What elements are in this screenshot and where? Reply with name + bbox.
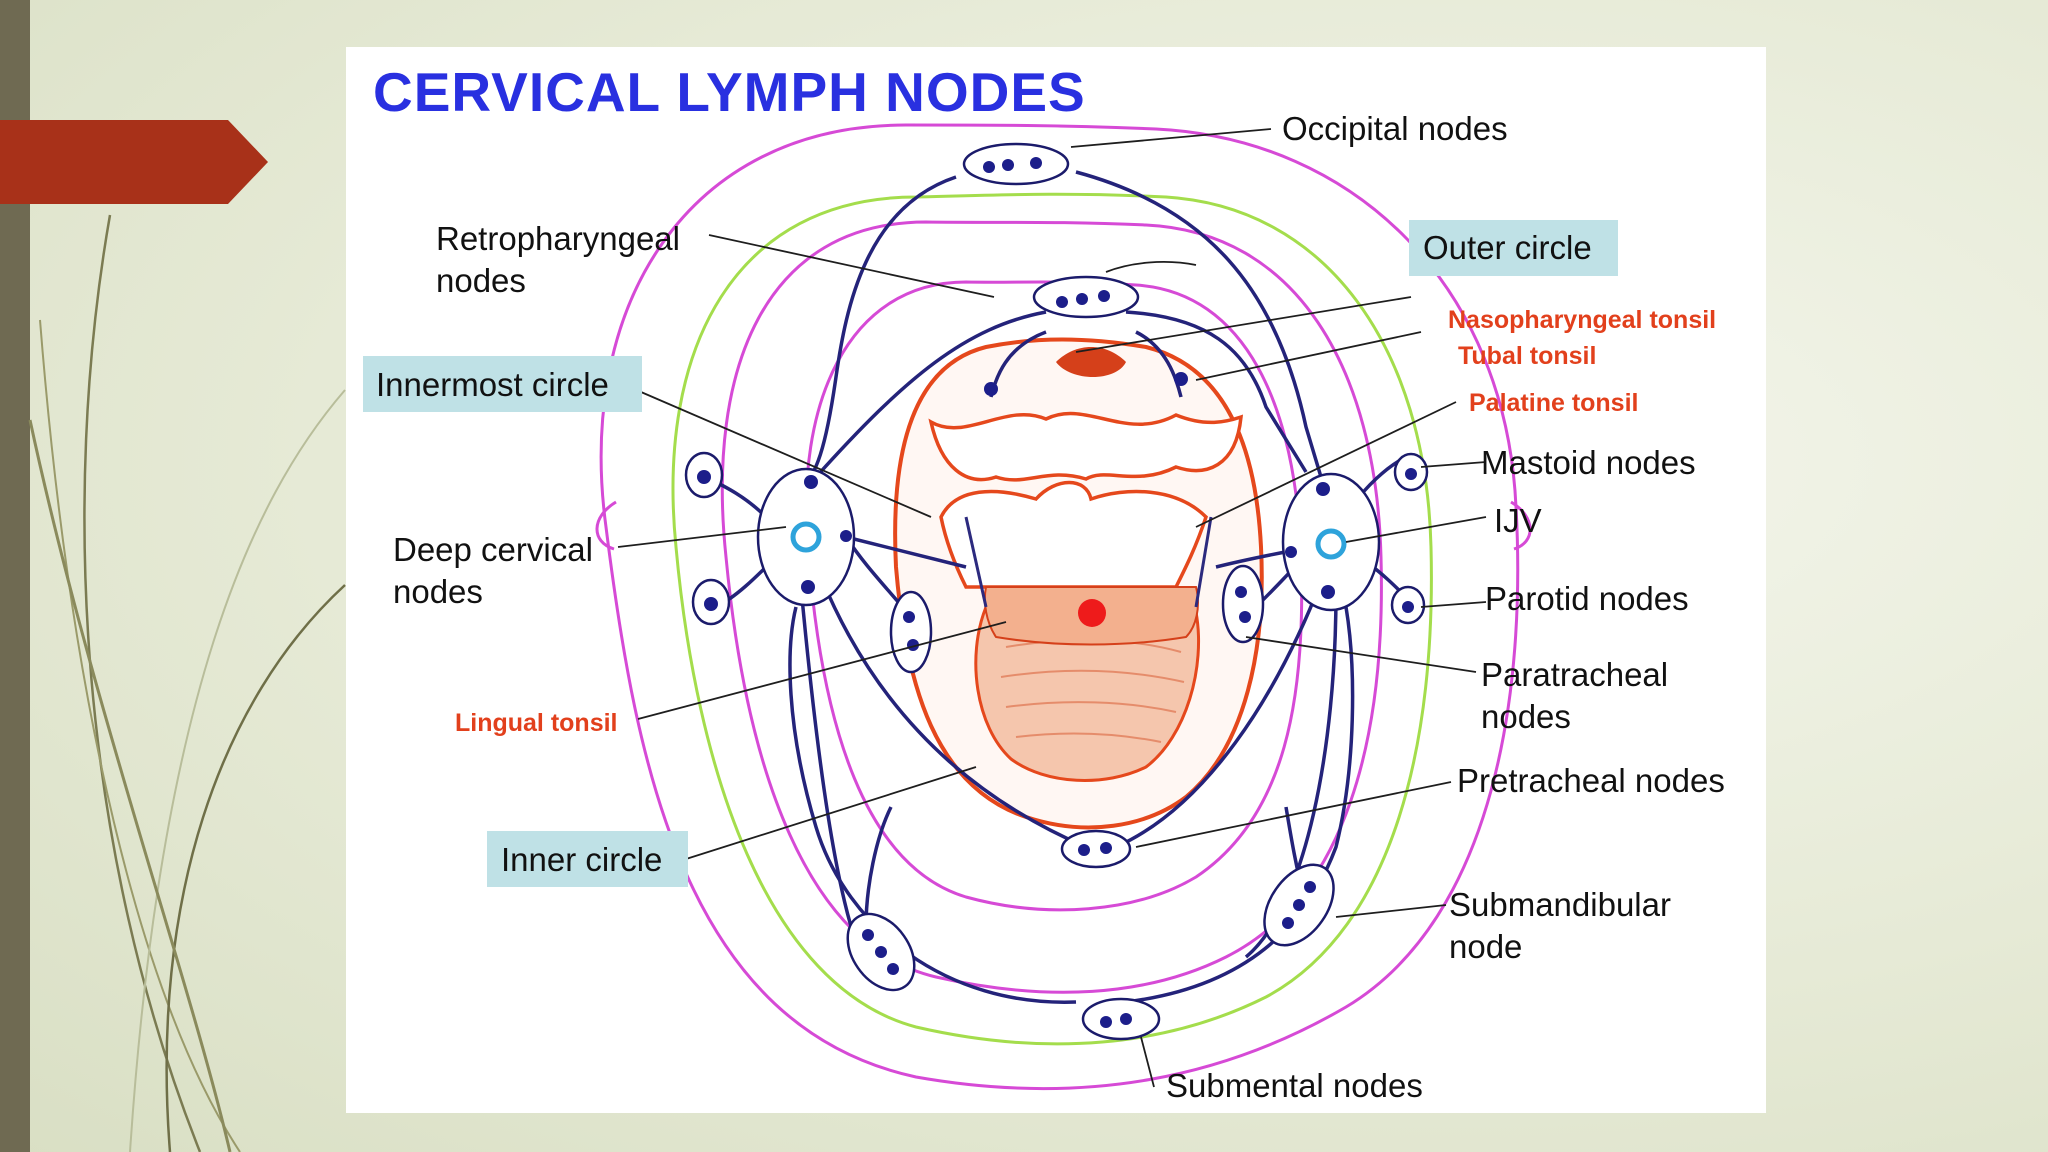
retropharyngeal-node-cluster: [1032, 275, 1140, 319]
deep-cervical-left-cluster: [756, 467, 856, 607]
outer-circle-right-ear: [1510, 500, 1532, 551]
pretracheal-node-cluster: [1060, 829, 1132, 869]
submandibular-left-cluster: [846, 912, 916, 992]
mastoid-left-node: [684, 451, 724, 499]
label-submandibular-node-line2: node: [1449, 928, 1522, 965]
palatine-tonsil-left: [964, 516, 988, 608]
parotid-right-node: [1390, 585, 1426, 625]
ijv-left: [790, 521, 822, 553]
label-nasopharyngeal-tonsil: Nasopharyngeal tonsil: [1448, 306, 1716, 334]
innermost-circle-label-box: [363, 356, 642, 412]
label-palatine-tonsil: Palatine tonsil: [1469, 389, 1638, 417]
deep-cervical-right-cluster: [1281, 472, 1381, 612]
label-retropharyngeal-nodes-line2: nodes: [436, 262, 526, 299]
mastoid-right-node: [1393, 452, 1429, 492]
vessel-lingual-left: [845, 535, 967, 569]
inner-circle-magenta: [720, 220, 1383, 994]
label-mastoid-nodes: Mastoid nodes: [1481, 444, 1696, 481]
uvula-arch: [939, 480, 1209, 589]
vessel-tubal-right: [1135, 330, 1183, 398]
label-occipital-nodes: Occipital nodes: [1282, 110, 1508, 147]
parotid-left-node: [691, 578, 731, 626]
label-retropharyngeal-nodes-line1: Retropharyngeal: [436, 220, 680, 257]
vessel-occipital-left: [799, 175, 957, 489]
paratracheal-right-cluster: [1221, 564, 1265, 644]
palatine-tonsil-right: [1194, 516, 1213, 608]
label-submental-nodes: Submental nodes: [1166, 1067, 1423, 1104]
label-inner-circle: Inner circle: [501, 841, 662, 878]
lingual-tonsil-center: [1078, 599, 1106, 627]
label-parotid-nodes: Parotid nodes: [1485, 580, 1689, 617]
label-paratracheal-nodes-line2: nodes: [1481, 698, 1571, 735]
outer-circle-left-ear: [595, 500, 617, 551]
leader-lines: [617, 128, 1487, 1088]
soft-palate: [928, 411, 1244, 482]
vessel-deep-right-to-pretracheal: [1115, 581, 1323, 849]
vessel-retro-right: [1125, 310, 1308, 473]
nasopharyngeal-tonsil: [1056, 347, 1126, 377]
ijv-right: [1315, 528, 1347, 560]
submental-node-cluster: [1081, 997, 1161, 1041]
submandibular-right-cluster: [1263, 863, 1335, 947]
vessel-submental-left: [788, 606, 1077, 1004]
label-innermost-circle: Innermost circle: [376, 366, 609, 403]
occipital-node-cluster: [962, 142, 1070, 186]
figure-image: CERVICAL LYMPH NODES: [346, 47, 1766, 1113]
inner-circle-label-box: [487, 831, 688, 887]
outer-circle-magenta: [599, 123, 1520, 1091]
vessel-occipital-right: [1075, 170, 1323, 478]
label-ijv: IJV: [1494, 502, 1542, 539]
label-outer-circle: Outer circle: [1423, 229, 1592, 266]
outer-circle-label-box: [1409, 220, 1618, 276]
tubal-tonsil-right-node: [1174, 372, 1188, 386]
vessel-deep-left-to-pretracheal: [819, 576, 1087, 849]
label-deep-cervical-nodes-line2: nodes: [393, 573, 483, 610]
diagram-title: CERVICAL LYMPH NODES: [373, 61, 1086, 123]
label-submandibular-node-line1: Submandibular: [1449, 886, 1671, 923]
title-arrow-marker: [0, 120, 268, 204]
tubal-tonsil-left-node: [984, 382, 998, 396]
label-tubal-tonsil: Tubal tonsil: [1458, 342, 1596, 370]
vessel-submental-right: [1125, 606, 1355, 1004]
label-deep-cervical-nodes-line1: Deep cervical: [393, 531, 593, 568]
cervical-lymph-nodes-diagram: CERVICAL LYMPH NODES: [363, 61, 1725, 1104]
vessel-retro-left: [814, 310, 1047, 479]
paratracheal-left-cluster: [889, 590, 933, 674]
label-pretracheal-nodes: Pretracheal nodes: [1457, 762, 1725, 799]
label-lingual-tonsil: Lingual tonsil: [455, 709, 618, 737]
label-paratracheal-nodes-line1: Paratracheal: [1481, 656, 1668, 693]
inner-circle-green: [671, 192, 1433, 1046]
